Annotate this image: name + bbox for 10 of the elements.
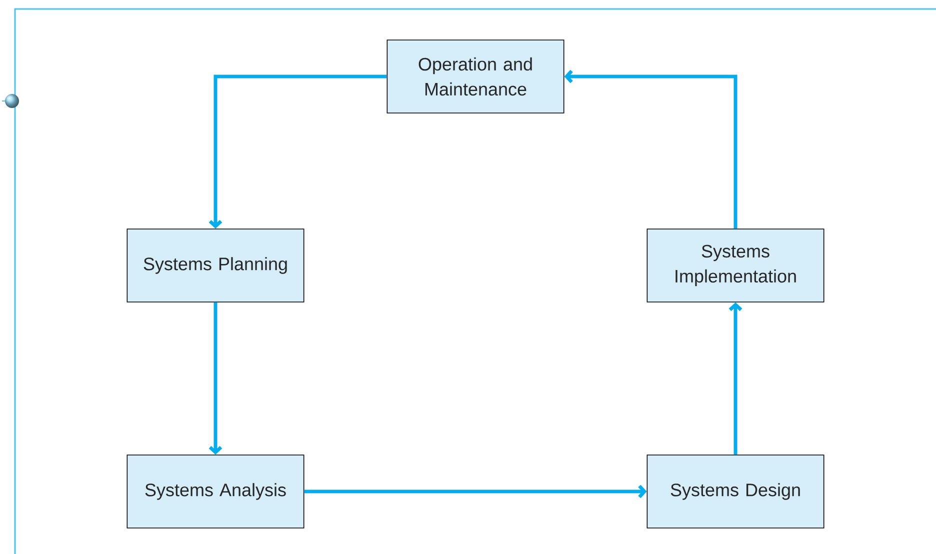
process-box: Systems Planning <box>126 228 304 302</box>
arrow <box>304 484 647 498</box>
arrow <box>208 302 222 455</box>
arrow <box>728 302 742 455</box>
process-box: Operation and Maintenance <box>386 40 564 114</box>
process-box: Systems Design <box>646 454 824 528</box>
arrow <box>208 74 387 229</box>
arrow <box>564 70 738 229</box>
process-box: Systems Analysis <box>126 454 304 528</box>
process-box: Systems Implementation <box>646 228 824 302</box>
